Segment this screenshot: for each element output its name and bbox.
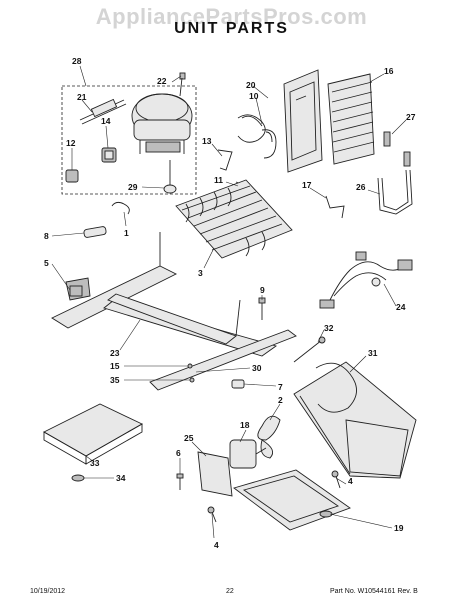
part-33-cover [43,403,143,465]
callout-27: 27 [406,112,416,122]
callout-33: 33 [90,458,100,468]
callout-11: 11 [214,175,223,185]
part-4-screws [207,470,341,523]
footer-part-number: Part No. W10544161 Rev. B [330,588,418,595]
condenser-panel [283,69,323,173]
part-16-condenser [327,73,375,165]
page-title: UNIT PARTS [174,20,289,37]
part-13-clip [217,149,233,171]
base-frame [51,232,297,391]
footer-page-number: 22 [226,588,234,595]
part-31-machine-base [293,361,417,479]
part-7-fitting [231,379,245,389]
part-2-fan-blade [257,415,281,459]
callout-30: 30 [252,363,262,373]
callout-20: 20 [246,80,256,90]
callout-8: 8 [44,231,49,241]
part-24-harness [319,251,413,309]
callout-4-lower: 4 [214,540,219,550]
callout-7: 7 [278,382,283,392]
part-34-foot [71,474,85,482]
part-22-fitting [179,72,186,80]
callout-35: 35 [110,375,120,385]
part-17-tube [325,195,345,219]
callout-28: 28 [72,56,82,66]
callout-6: 6 [176,448,181,458]
callout-15: 15 [110,361,120,371]
callout-21: 21 [77,92,87,102]
footer-date: 10/19/2012 [30,588,66,595]
part-3-evaporator [175,179,293,259]
compressor-kit-outline [61,85,197,195]
callout-25: 25 [184,433,194,443]
callout-12: 12 [66,138,76,148]
part-29-grommet [163,160,177,194]
callout-5: 5 [44,258,49,268]
part-14-relay [101,147,117,163]
part-6-screw [176,473,184,490]
part-12-overload [65,169,79,183]
callout-13: 13 [202,136,212,146]
callout-labels: 28 22 20 10 16 21 14 12 13 27 29 11 17 2… [44,56,416,550]
callout-16: 16 [384,66,394,76]
callout-19: 19 [394,523,404,533]
part-18-fan-motor [229,439,267,469]
callout-3: 3 [198,268,203,278]
part-15-35-clips [187,363,195,383]
part-25-motor-bracket [197,451,233,497]
part-1-clip [111,201,130,215]
callout-17: 17 [302,180,312,190]
callout-18: 18 [240,420,250,430]
compressor [131,77,193,154]
callout-14: 14 [101,116,111,126]
part-26-tubes [377,169,413,215]
callout-32: 32 [324,323,334,333]
part-5-bracket [69,285,83,297]
callout-2: 2 [278,395,283,405]
callout-29: 29 [128,182,138,192]
part-21-tube [79,98,127,125]
watermark: AppliancePartsPros.com [95,4,368,29]
callout-31: 31 [368,348,378,358]
callout-22: 22 [157,76,167,86]
callout-9: 9 [260,285,265,295]
part-32-screw [293,336,326,363]
part-9-screw [258,297,266,320]
callout-24: 24 [396,302,406,312]
leader-lines [51,65,407,539]
part-19-drain-pan [233,469,351,531]
callout-4-right: 4 [348,476,353,486]
part-20-tube [237,114,266,143]
part-10-tube [261,129,277,159]
callout-34: 34 [116,473,126,483]
part-8-drier [83,226,107,238]
part-27-fitting [383,131,411,167]
callout-1: 1 [124,228,129,238]
callout-23: 23 [110,348,120,358]
callout-10: 10 [249,91,259,101]
callout-26: 26 [356,182,366,192]
